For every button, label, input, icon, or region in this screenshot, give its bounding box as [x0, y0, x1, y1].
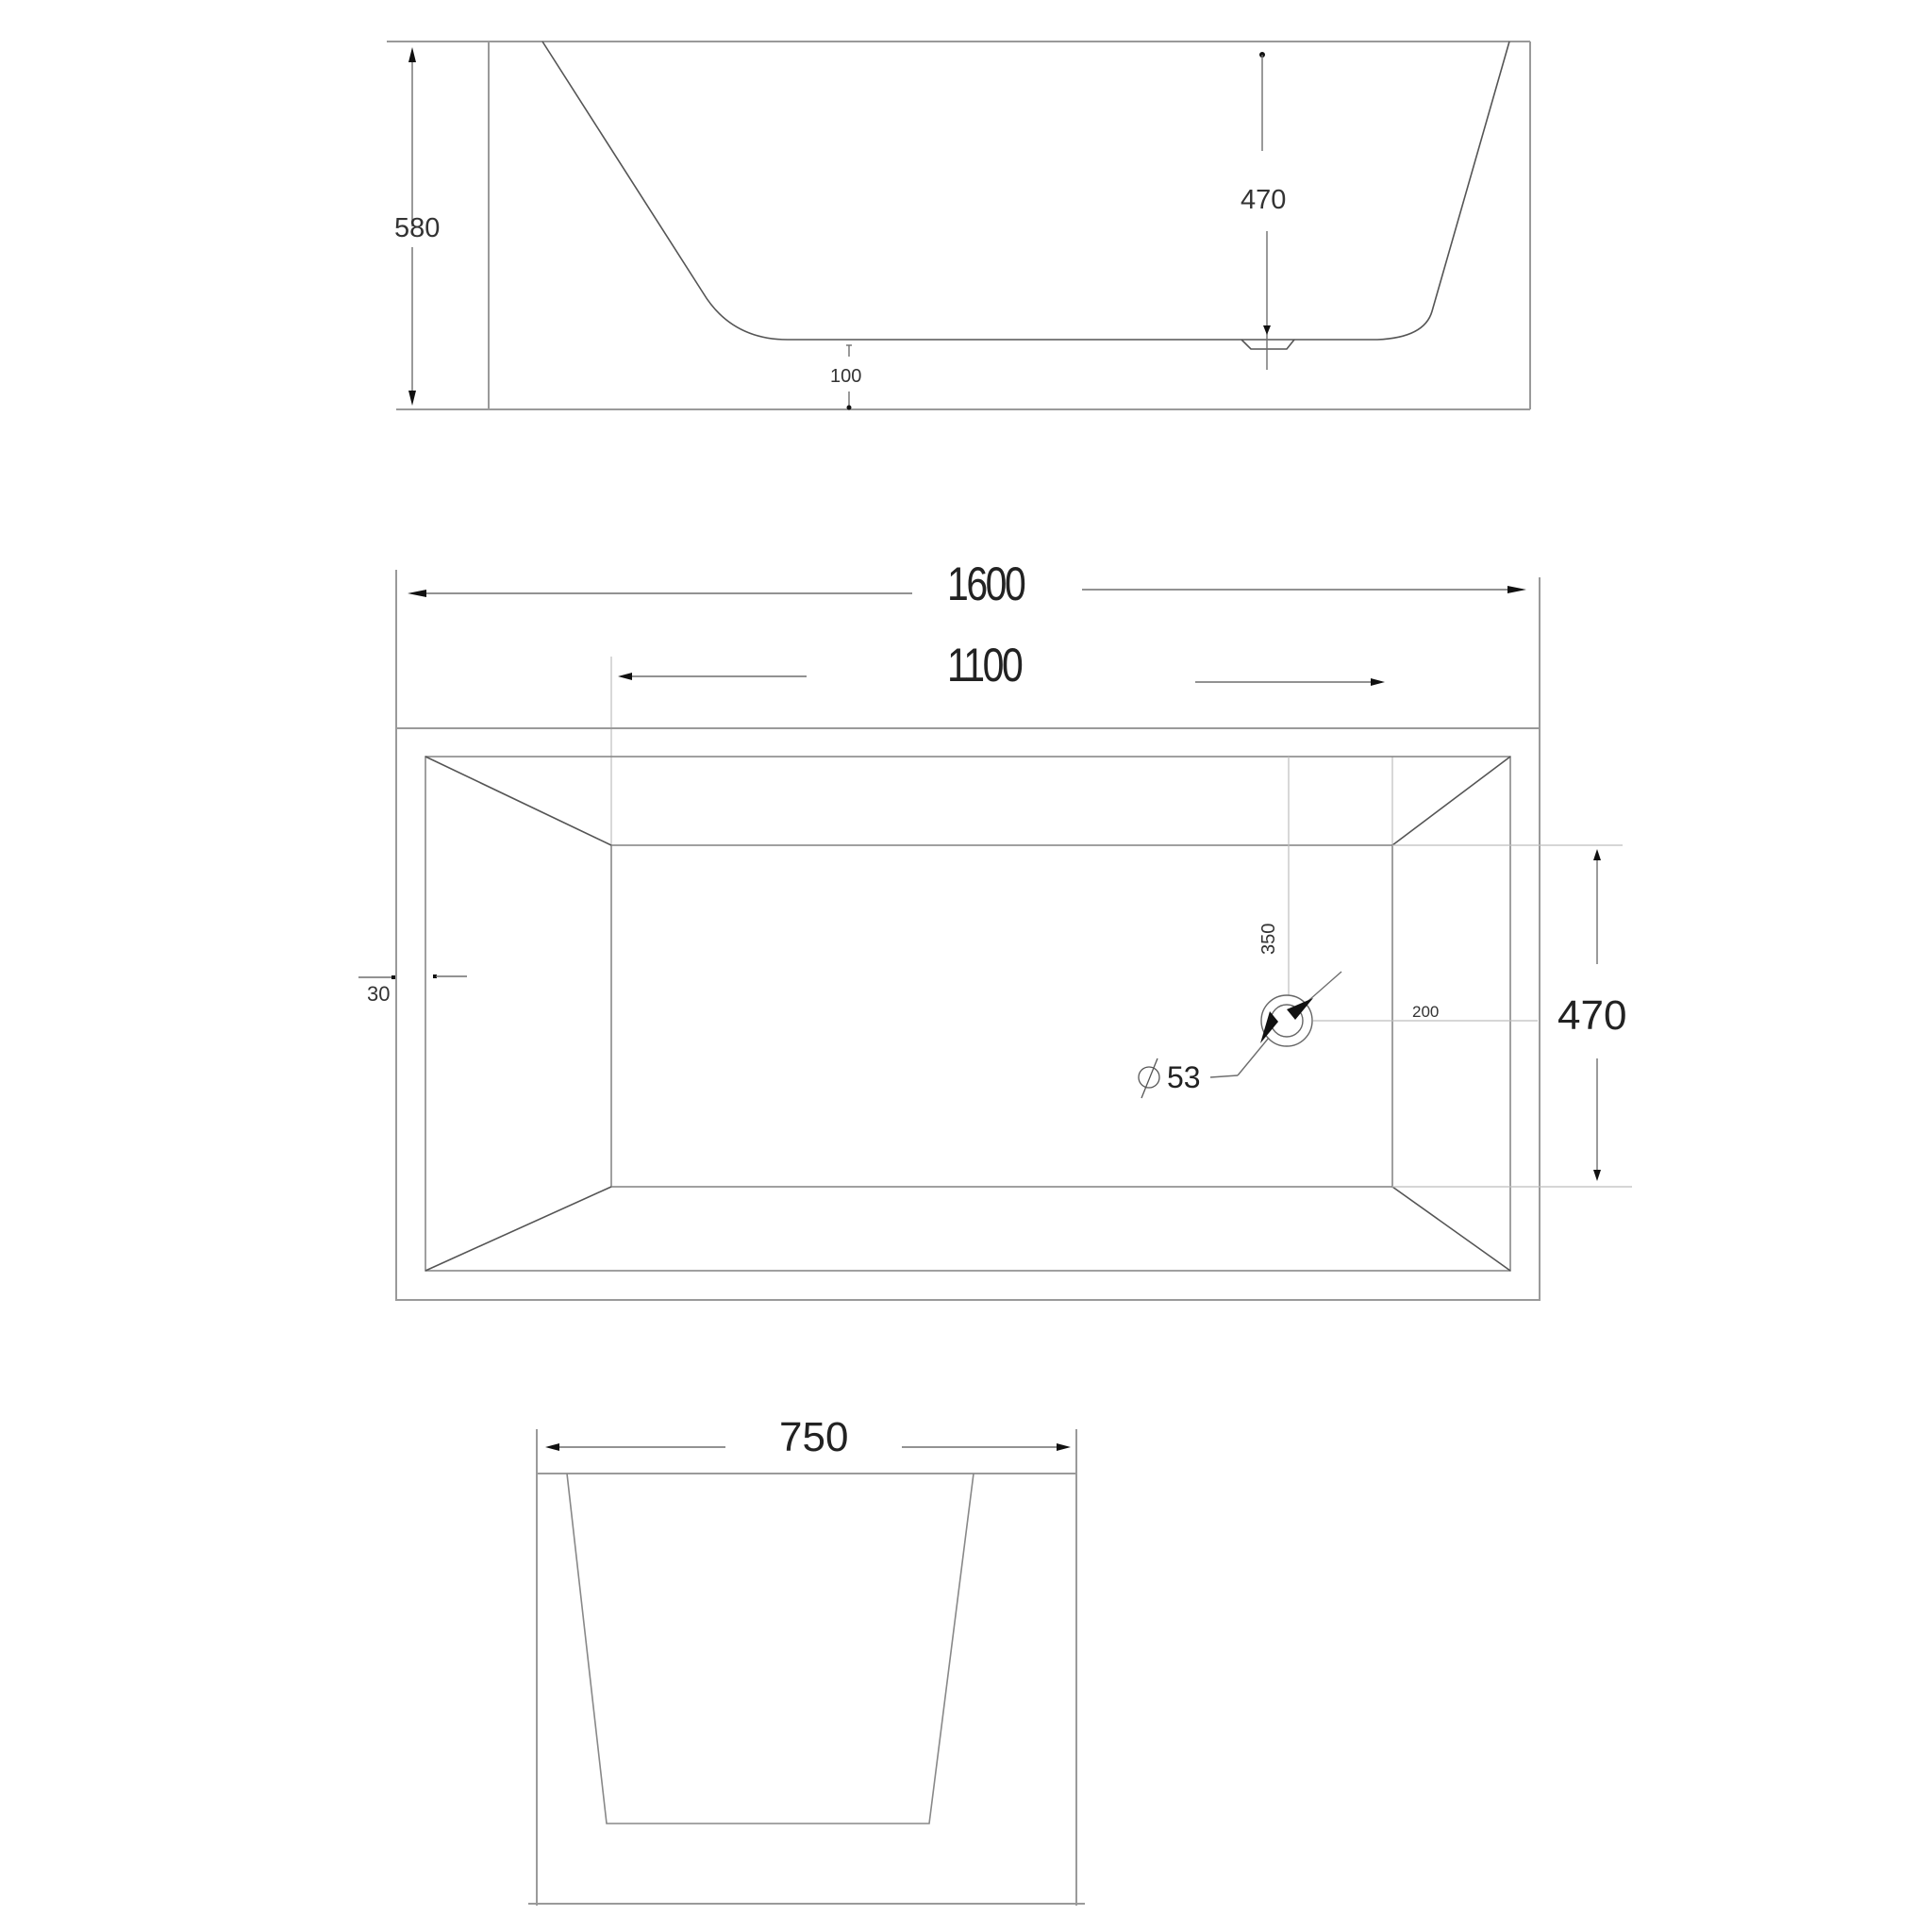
arrow-right-icon — [1371, 678, 1385, 686]
drain-outlet — [1241, 339, 1295, 350]
arrow-right-icon — [1507, 586, 1526, 593]
base-clearance-label: 100 — [830, 366, 862, 387]
tub-basin — [610, 844, 1393, 1188]
arrow-icon — [1287, 998, 1313, 1020]
end-view — [528, 1429, 1085, 1906]
basin-length-label: 1100 — [947, 639, 1024, 691]
arrow-down-icon — [408, 391, 416, 406]
arrow-up-icon — [408, 47, 416, 62]
arrow-left-icon — [408, 590, 426, 597]
side-view — [387, 41, 1531, 410]
basin-width-label: 470 — [1557, 992, 1627, 1039]
overall-length-label: 1600 — [947, 558, 1026, 610]
drain-outer-ring — [1260, 994, 1313, 1047]
tub-inner-edge — [425, 756, 1511, 1272]
overall-width-label: 750 — [779, 1414, 849, 1460]
side-height-label: 580 — [394, 213, 441, 243]
diameter-symbol-icon — [1138, 1066, 1160, 1089]
arrow-up-icon — [1593, 849, 1601, 860]
arrow-right-icon — [1057, 1443, 1071, 1451]
tub-side-profile — [541, 41, 1510, 341]
rim-thickness-label: 30 — [367, 982, 391, 1006]
drain-diameter-label: 53 — [1167, 1060, 1201, 1094]
side-depth-label: 470 — [1241, 185, 1287, 215]
arrow-left-icon — [618, 673, 632, 680]
arrow-down-icon — [1593, 1170, 1601, 1181]
tub-outer-rim — [395, 727, 1541, 1301]
drain-offset-end-label: 200 — [1412, 1003, 1440, 1021]
top-view — [358, 570, 1632, 1301]
tub-end-profile — [566, 1473, 974, 1824]
arrow-icon — [1260, 1011, 1278, 1043]
arrow-down-icon — [1263, 325, 1271, 335]
drain-offset-side-label: 350 — [1258, 923, 1279, 955]
arrow-left-icon — [545, 1443, 559, 1451]
